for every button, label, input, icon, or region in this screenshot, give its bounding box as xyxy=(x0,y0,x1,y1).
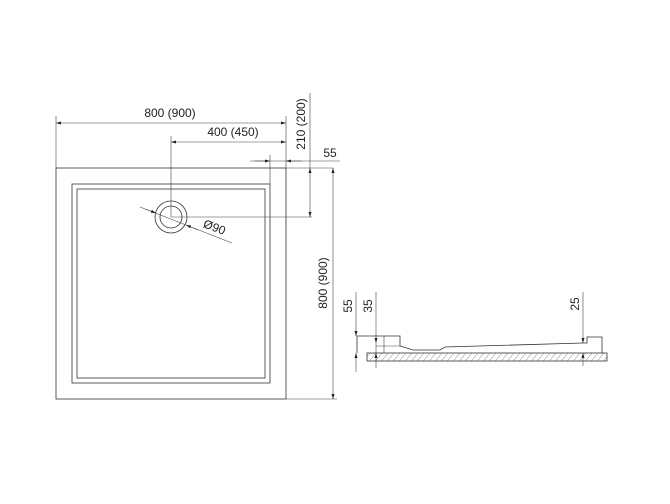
rim-height-label: 35 xyxy=(361,299,375,313)
depth-label: 800 (900) xyxy=(316,257,330,308)
drain-side-height-label: 25 xyxy=(568,297,582,311)
width-label: 800 (900) xyxy=(144,106,195,120)
side-view: 55 35 25 xyxy=(341,292,608,372)
base-section xyxy=(366,352,608,362)
drain-offset-x-label: 400 (450) xyxy=(207,125,258,139)
drain-diameter-label: Ø90 xyxy=(201,217,227,238)
total-height-label: 55 xyxy=(341,299,355,313)
drain-offset-y-label: 210 (200) xyxy=(294,98,308,149)
tray-basin xyxy=(76,188,266,379)
tray-profile xyxy=(356,335,603,353)
rim-label: 55 xyxy=(323,146,337,160)
top-view: 800 (900) 400 (450) 55 210 (200) 800 (90… xyxy=(55,93,340,400)
